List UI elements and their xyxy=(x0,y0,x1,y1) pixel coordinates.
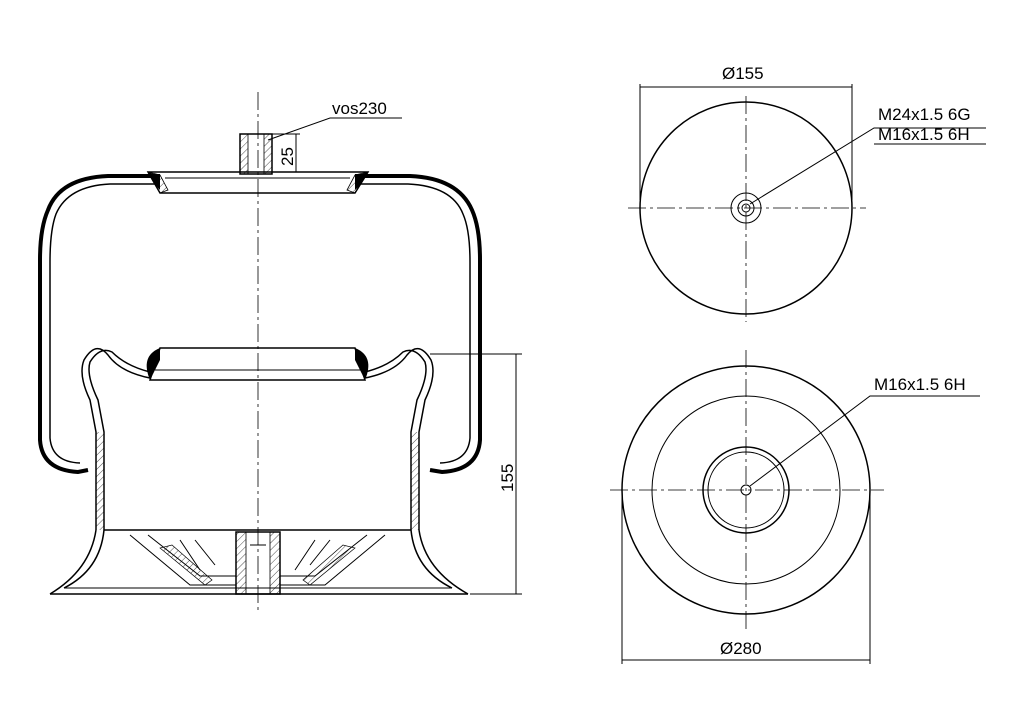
bottom-stud-hatch-l xyxy=(235,531,247,595)
bottom-view: M16x1.5 6H Ø280 xyxy=(610,350,980,664)
clamp-right xyxy=(355,172,368,190)
height-top-label: 25 xyxy=(278,147,297,166)
thread-bottom-label: M16x1.5 6H xyxy=(874,375,966,394)
dia-top-label: Ø155 xyxy=(722,64,764,83)
vos-leader xyxy=(267,117,402,141)
rib-hatch-r xyxy=(302,544,356,586)
piston-flare-left-in xyxy=(63,529,105,589)
bellows-outline-right xyxy=(355,174,482,475)
piston-flare-right xyxy=(418,529,469,595)
bellows-outline xyxy=(38,174,160,475)
piston-flare-left xyxy=(49,529,97,595)
bottom-stud-hatch-r xyxy=(269,531,281,595)
dia-bottom-label: Ø280 xyxy=(720,639,762,658)
piston-wall-right-in xyxy=(364,349,427,530)
piston-clamp-right xyxy=(355,348,369,380)
piston-wall-left xyxy=(81,347,151,530)
piston-rim xyxy=(148,347,367,381)
piston-wall-right xyxy=(364,347,434,530)
piston-clamp-left xyxy=(146,348,160,380)
top-view: Ø155 M24x1.5 6G M16x1.5 6H xyxy=(628,64,986,322)
bellows-inner-left xyxy=(49,183,160,464)
thread-leader-top xyxy=(749,127,986,205)
bellows-inner-right xyxy=(355,183,471,464)
rib-struts xyxy=(179,539,331,571)
clamp-left xyxy=(148,172,160,190)
rib-right-1 xyxy=(280,534,386,586)
section-view: vos230 25 xyxy=(38,92,522,612)
top-stud-hatch-l xyxy=(239,133,249,175)
vos-label: vos230 xyxy=(332,99,387,118)
rib-hatch-l xyxy=(159,544,213,586)
thread-top-2-label: M16x1.5 6H xyxy=(878,125,970,144)
wall-hatch-left xyxy=(96,432,104,530)
rib-left-1 xyxy=(129,534,236,586)
wall-hatch-right xyxy=(411,432,419,530)
thread-leader-bottom xyxy=(749,395,980,487)
height-main-label: 155 xyxy=(498,464,517,492)
thread-top-1-label: M24x1.5 6G xyxy=(878,105,971,124)
top-stud-hatch-r xyxy=(263,133,273,175)
piston-flare-right-in xyxy=(410,529,453,589)
piston-wall-left-in xyxy=(88,349,151,530)
